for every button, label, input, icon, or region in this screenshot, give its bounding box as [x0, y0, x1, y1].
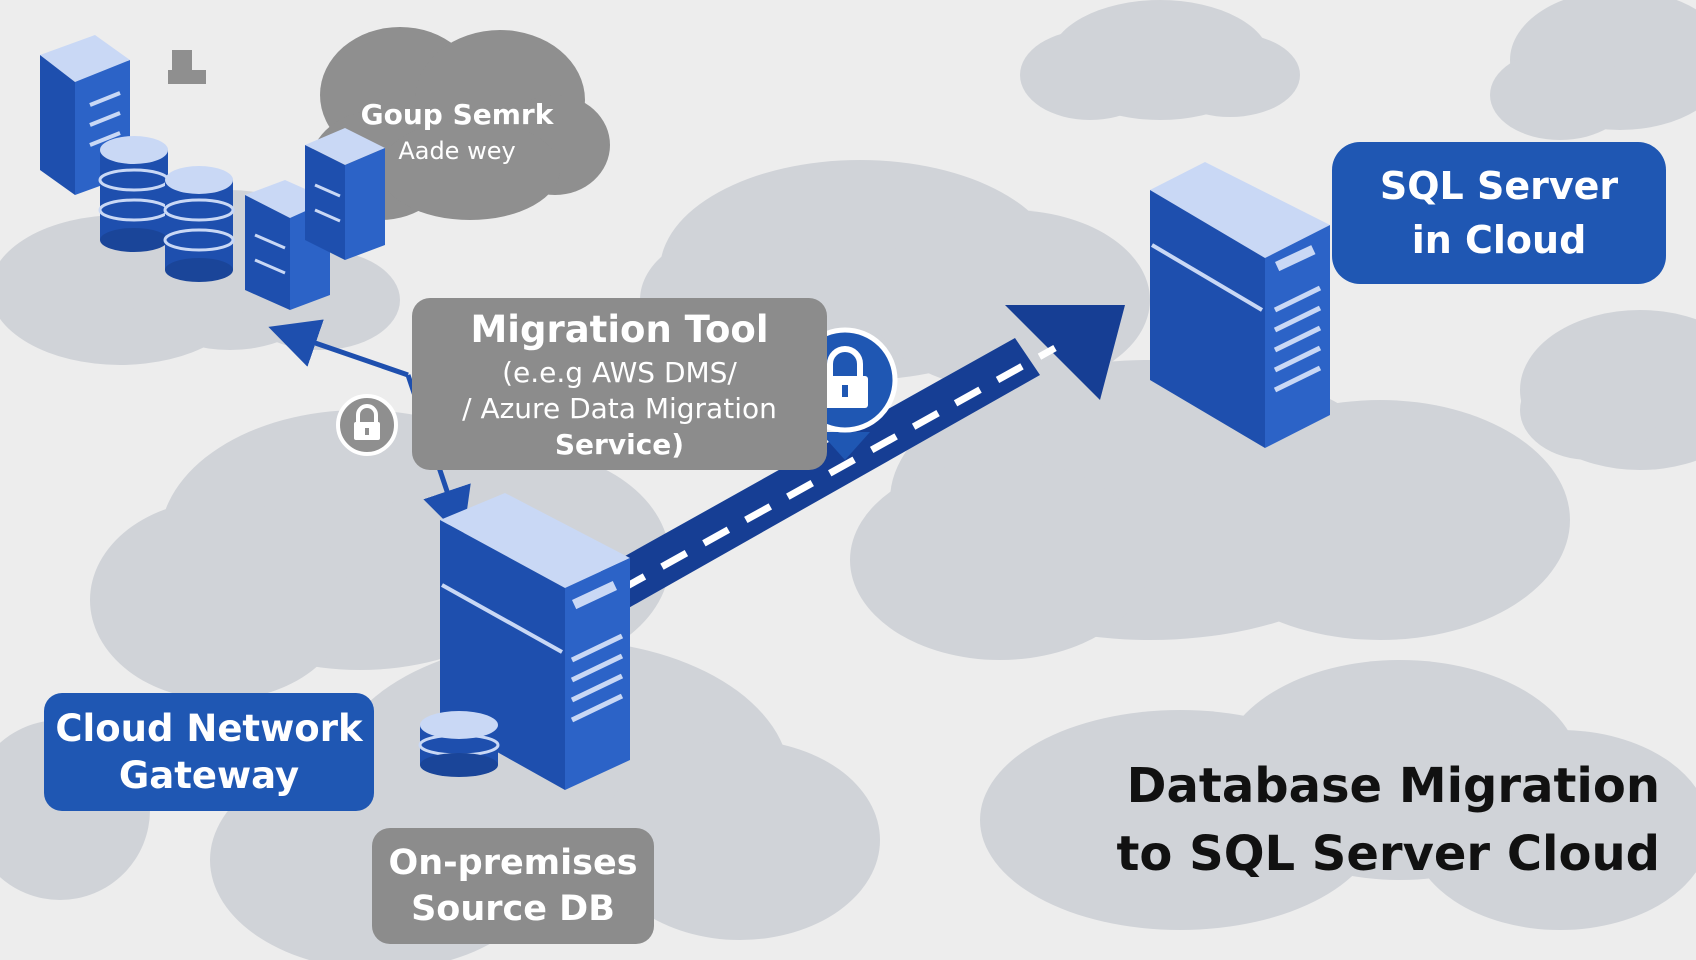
cloud-icon — [1020, 0, 1300, 120]
migration-tool-label: Migration Tool (e.e.g AWS DMS/ / Azure D… — [412, 298, 827, 470]
group-gateway-line2: Аade wey — [398, 137, 516, 165]
sql-cloud-line2: in Cloud — [1411, 218, 1587, 262]
group-gateway-label: Goup Semrk Аade wey — [332, 90, 582, 176]
diagram-title: Database Migration to SQL Server Cloud — [1100, 752, 1660, 888]
migration-arrow — [600, 305, 1125, 610]
title-line1: Database Migration — [1126, 758, 1660, 814]
source-db-server — [418, 493, 630, 790]
migration-tool-line3: / Azure Data Migration — [462, 392, 777, 425]
server-icon — [1150, 162, 1330, 448]
server-icon — [305, 128, 385, 260]
server-cluster — [40, 35, 385, 310]
database-icon — [163, 166, 235, 282]
gateway-line1: Cloud Network — [55, 707, 363, 750]
cloud-network-gateway-label: Cloud Network Gateway — [44, 693, 374, 811]
gateway-line2: Gateway — [118, 754, 300, 797]
source-db-label: On-premises Source DB — [372, 828, 654, 944]
sql-cloud-server — [1150, 162, 1330, 448]
cloud-icon — [1490, 0, 1696, 140]
connection-arrow — [268, 319, 409, 378]
group-gateway-line1: Goup Semrk — [360, 98, 554, 131]
source-db-line1: On-premises — [388, 843, 638, 883]
sql-server-cloud-label: SQL Server in Cloud — [1332, 142, 1666, 284]
migration-tool-line2: (e.e.g AWS DMS/ — [502, 356, 737, 389]
database-icon — [98, 136, 170, 252]
title-line2: to SQL Server Cloud — [1116, 826, 1660, 882]
sql-cloud-line1: SQL Server — [1379, 164, 1619, 208]
lock-icon — [336, 394, 398, 456]
cloud-icon — [1520, 310, 1696, 470]
cloud-icon — [980, 660, 1696, 930]
migration-tool-title: Migration Tool — [470, 308, 769, 351]
migration-tool-line4: Service) — [554, 428, 685, 461]
server-icon — [440, 493, 630, 790]
database-icon — [418, 711, 500, 777]
plug-icon — [168, 50, 206, 84]
source-db-line2: Source DB — [411, 889, 615, 929]
